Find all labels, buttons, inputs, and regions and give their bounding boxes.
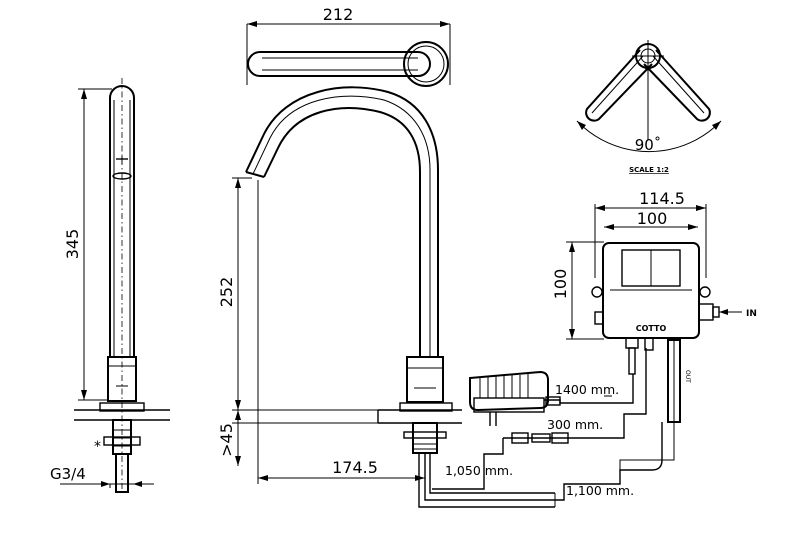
cable-1400: 1400 mm. bbox=[555, 382, 619, 397]
front-view: 252 >45 174.5 bbox=[217, 86, 556, 508]
dim-g34: G3/4 bbox=[50, 465, 86, 483]
dim-174-5: 174.5 bbox=[332, 458, 378, 477]
dim-100h: 100 bbox=[551, 269, 570, 300]
scale-note: SCALE 1:2 bbox=[629, 166, 669, 174]
cable-300: 300 mm. bbox=[547, 417, 603, 432]
angle-90: 90˚ bbox=[635, 136, 662, 154]
dim-252: 252 bbox=[217, 277, 236, 308]
dim-212: 212 bbox=[323, 5, 354, 24]
dim-345: 345 bbox=[63, 229, 82, 260]
asterisk-note: * bbox=[94, 439, 101, 455]
dim-100w: 100 bbox=[637, 209, 668, 228]
control-box: 114.5 100 100 COTTO IN OU bbox=[551, 189, 757, 423]
rotation-view: 90˚ SCALE 1:2 bbox=[576, 40, 722, 174]
side-view: 345 * G3/4 bbox=[50, 78, 170, 493]
dim-114-5: 114.5 bbox=[639, 189, 685, 208]
cable-1100: 1,100 mm. bbox=[566, 483, 634, 498]
in-label: IN bbox=[746, 309, 757, 319]
power-adapter: 1400 mm. 300 mm. 1,050 mm. 1,100 mm. bbox=[432, 348, 675, 501]
cable-1050: 1,050 mm. bbox=[445, 463, 513, 478]
out-label: OUT bbox=[684, 370, 691, 383]
brand-label: COTTO bbox=[636, 324, 667, 333]
dim-gt45: >45 bbox=[217, 423, 236, 457]
top-view: 212 bbox=[246, 5, 451, 87]
